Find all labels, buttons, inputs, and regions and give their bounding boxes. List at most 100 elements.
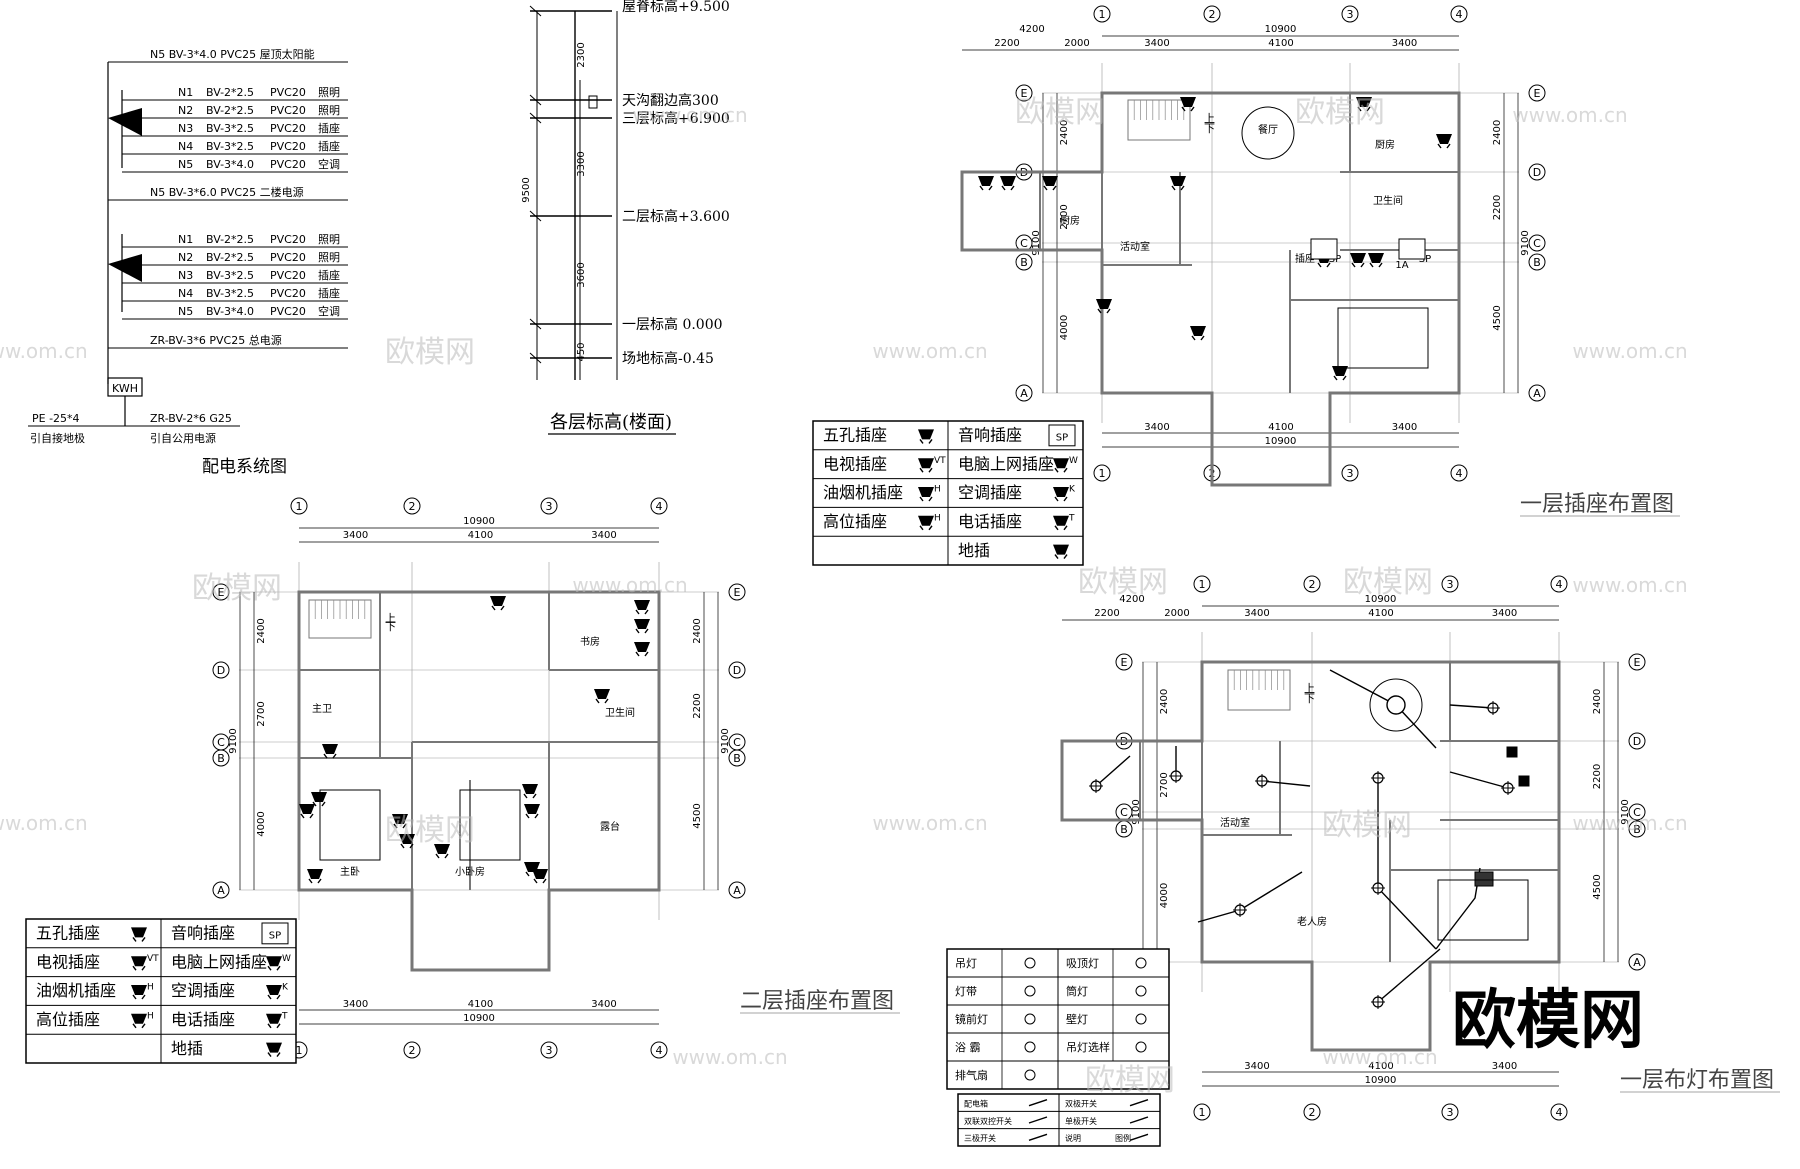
dim: 3400	[343, 530, 368, 541]
meter-label: KWH	[112, 382, 138, 395]
dim: 3400	[1144, 38, 1169, 49]
axis-label: 1	[1199, 578, 1206, 591]
socket-icon	[266, 985, 282, 1000]
circuit-use: 照明	[318, 251, 340, 264]
axis-label: C	[217, 736, 225, 749]
dim: 2200	[1492, 195, 1503, 220]
axis-bubble	[1550, 1103, 1568, 1121]
circuit-label: N5 BV-3*6.0 PVC25 二楼电源	[150, 185, 304, 199]
socket-icon	[978, 176, 994, 191]
watermark-url: www.om.cn	[0, 339, 88, 363]
circuit-use: 插座	[318, 268, 340, 282]
circuit-pipe: PVC20	[270, 104, 306, 117]
dim: 2200	[1094, 608, 1119, 619]
axis-bubble	[1441, 575, 1459, 593]
socket-icon	[131, 1013, 147, 1029]
socket-icon	[1368, 253, 1384, 268]
dim: 4100	[1268, 422, 1293, 433]
axis-label: 4	[1456, 8, 1463, 21]
dim: 2200	[692, 693, 703, 718]
socket-icon	[1053, 515, 1069, 531]
dim: 2400	[256, 618, 267, 643]
legend-label: 音响插座	[171, 924, 235, 943]
sp-box	[1310, 238, 1338, 260]
socket-icon	[594, 689, 610, 704]
socket-icon	[322, 744, 338, 759]
plan-title: 一层布灯布置图	[1620, 1068, 1774, 1093]
axis-label: C	[1020, 237, 1028, 250]
legend-symbol: VT	[147, 954, 159, 964]
axis-label: B	[1633, 823, 1641, 836]
legend-label: 图例	[1115, 1133, 1131, 1143]
socket-icon	[490, 596, 506, 611]
axis-bubble	[1628, 820, 1646, 838]
light-legend: 吊灯吸顶灯灯带筒灯镜前灯壁灯浴 霸吊灯选样排气扇	[946, 948, 1170, 1090]
watermark-url: www.om.cn	[572, 573, 687, 597]
circuit-id: N3	[178, 269, 193, 282]
dim: 2200	[994, 38, 1019, 49]
axis-label: C	[733, 736, 741, 749]
legend-symbol: W	[1069, 456, 1078, 466]
socket-icon	[399, 834, 415, 849]
circuit-id: N2	[178, 104, 193, 117]
room-label: 主卧	[340, 865, 360, 878]
watermark-url: www.om.cn	[632, 103, 747, 127]
plan-title: 一层插座布置图	[1520, 492, 1674, 517]
axis-bubble	[1628, 953, 1646, 971]
socket-icon	[1042, 176, 1058, 191]
dim: 2400	[692, 618, 703, 643]
axis-label: C	[1633, 806, 1641, 819]
legend-symbol: T	[281, 1011, 288, 1021]
plan-title: 二层插座布置图	[740, 989, 894, 1014]
watermark-brand: 欧模网	[385, 335, 475, 370]
dim-total: 9100	[1520, 230, 1531, 255]
axis-label: E	[1534, 87, 1541, 100]
switch-wire	[1095, 755, 1131, 787]
socket-icon	[1190, 326, 1206, 341]
legend-label: 说明	[1065, 1133, 1081, 1143]
watermark-brand: 欧模网	[192, 571, 282, 606]
axis-bubble	[1441, 1103, 1459, 1121]
bed	[459, 789, 521, 861]
dim: 2700	[1059, 204, 1070, 229]
axis-label: B	[217, 752, 225, 765]
legend-label: 浴 霸	[955, 1041, 981, 1054]
axis-bubble	[1550, 575, 1568, 593]
watermark-url: www.om.cn	[672, 1045, 787, 1069]
axis-bubble	[1528, 84, 1546, 102]
legend-label: 高位插座	[36, 1010, 100, 1029]
stair-down: 下	[1304, 692, 1315, 705]
axis-bubble	[1628, 803, 1646, 821]
circuit-use: 照明	[318, 233, 340, 246]
socket-icon	[532, 869, 548, 884]
legend-label: 电脑上网插座	[958, 454, 1054, 473]
axis-bubble	[1528, 253, 1546, 271]
watermark-url: www.om.cn	[872, 339, 987, 363]
elevation-label: 天沟翻边高300	[622, 92, 719, 109]
socket-icon	[918, 487, 934, 502]
legend-light-icon	[1024, 1041, 1036, 1053]
legend-label: 吊灯选样	[1066, 1040, 1110, 1054]
socket-icon	[1096, 299, 1112, 314]
room-label: 卫生间	[1373, 194, 1403, 207]
axis-label: E	[734, 586, 741, 599]
exterior-wall	[297, 590, 661, 972]
elevation-total: 9500	[521, 177, 532, 202]
room-label: 书房	[580, 635, 600, 648]
dim: 3400	[1144, 422, 1169, 433]
watermark-url: www.om.cn	[872, 811, 987, 835]
dim: 2000	[1064, 38, 1089, 49]
dim: 4000	[1059, 315, 1070, 340]
watermark-brand: 欧模网	[1085, 1063, 1175, 1098]
tick	[529, 318, 542, 330]
tick	[529, 94, 542, 106]
room-label: 厨房	[1060, 214, 1080, 227]
dim: 4100	[1368, 1061, 1393, 1072]
axis-bubble	[728, 749, 746, 767]
socket-icon	[266, 1013, 282, 1029]
socket-icon	[1053, 544, 1069, 560]
dim: 3400	[1392, 38, 1417, 49]
watermark-url: www.om.cn	[1572, 339, 1687, 363]
legend-label: 吊灯	[955, 957, 977, 970]
